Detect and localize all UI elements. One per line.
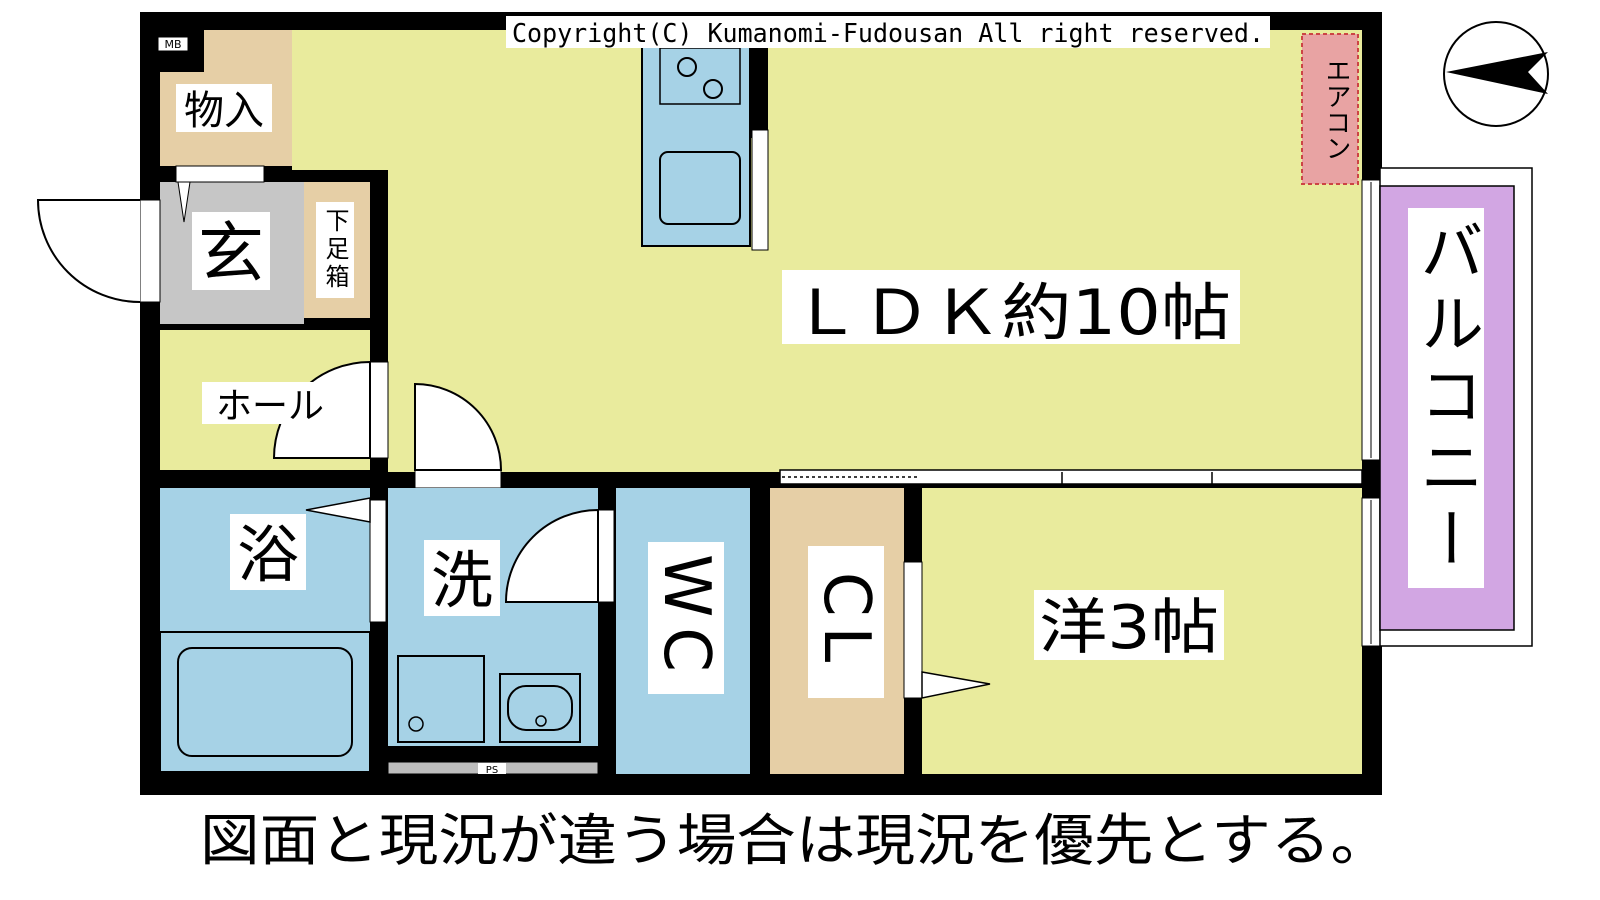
burner-icon [677,57,697,77]
north-arrow-pointer [1446,52,1548,94]
western-room-door [903,561,923,699]
wc-door [597,509,615,603]
storage-door [175,165,265,183]
copyright-bg [506,16,1270,48]
wc-door-swing [504,508,599,603]
washroom-label-bg [424,540,500,616]
bath-label-bg [230,514,306,590]
closet-label-bg [808,546,884,698]
shoe-box-label: 下足箱 [321,208,349,292]
western-room-label: 洋3帖 [1039,593,1219,663]
closet-label: CL [809,572,883,672]
bath-door-swing [305,497,371,523]
pipe-space-label: PS [486,765,498,776]
storage-door-swing [177,181,191,223]
copyright: Copyright(C) Kumanomi-Fudousan All right… [512,19,1264,49]
hall-label: ホール [216,386,324,427]
notice: 図面と現況が違う場合は現況を優先とする。 [200,809,1390,874]
kitchen-panel [751,129,769,251]
aircon [1301,33,1359,185]
western-room-door-swing [921,671,991,699]
washroom-label: 洗 [431,544,493,617]
pipe-space-tag [478,763,506,774]
washing-machine-space [397,655,485,743]
shoe-box-label-bg [316,202,354,298]
wc-label: WC [649,554,723,682]
front-door-swing [36,199,141,303]
stove [659,47,741,105]
washroom-door-swing [414,382,503,471]
entrance-label: 玄 [198,215,264,292]
ldk-floor [292,30,1362,472]
burner-icon [703,79,723,99]
meter-box-label: MB [164,38,181,51]
aircon-label: エアコン [1321,57,1351,161]
balcony-label-bg [1408,208,1484,588]
drain-icon [408,716,424,732]
kitchen-sink [659,151,741,225]
sliding-partition [779,469,1363,485]
front-door-opening [139,199,161,303]
hall-door [369,361,389,459]
bath-door [369,499,387,623]
hall-label-bg [202,382,338,424]
ldk-label-bg [782,270,1240,344]
wash-basin [507,685,573,731]
faucet-icon [535,715,547,727]
balcony-label: バルコニー [1409,218,1483,578]
bathtub [177,647,353,757]
wc-label-bg [648,542,724,694]
ldk-label: ＬＤＫ約10帖 [791,276,1231,349]
storage-label-bg [176,84,272,132]
storage-label: 物入 [184,88,264,134]
meter-box [157,36,189,52]
washroom-door [414,469,502,489]
western-room-label-bg [1034,590,1224,660]
kitchen-wall [750,42,768,138]
entrance-label-bg [192,212,270,290]
bath-label: 浴 [237,518,299,591]
